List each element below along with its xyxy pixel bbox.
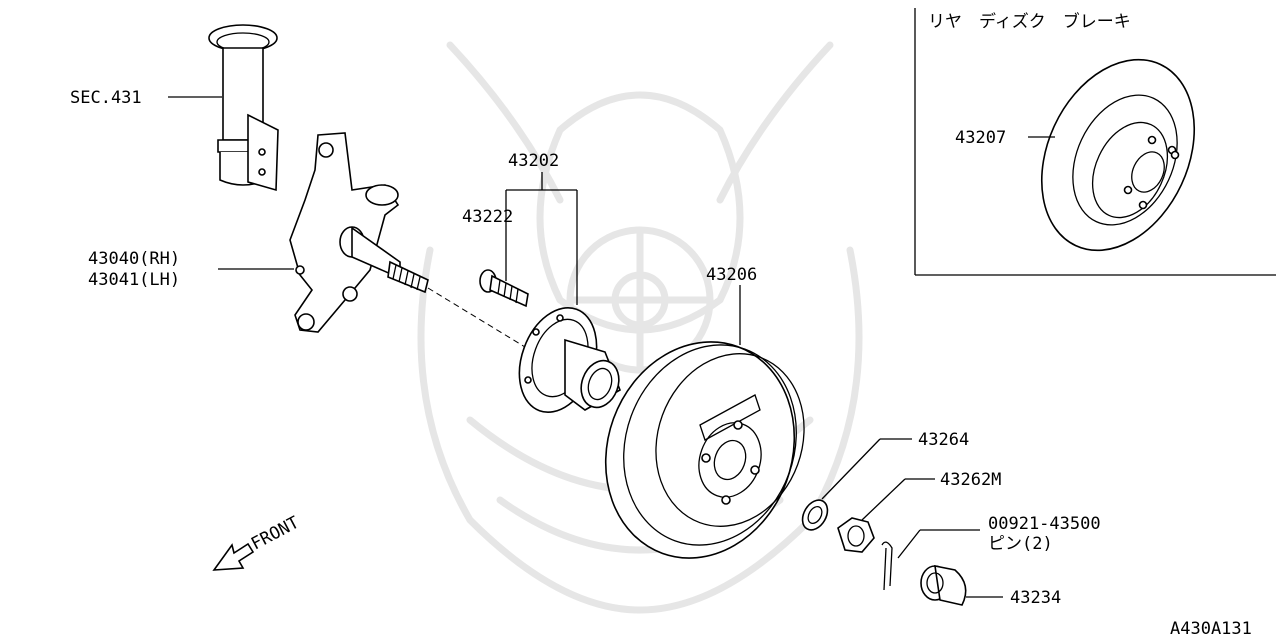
drawing-code: A430A131: [1170, 619, 1252, 638]
front-label: FRONT: [248, 513, 303, 555]
disc-rotor: [1040, 58, 1196, 252]
callout-knuckle-lh: 43041(LH): [88, 270, 180, 290]
callout-knuckle-rh: 43040(RH): [88, 249, 180, 269]
callout-hub-bolt: 43222: [462, 207, 513, 227]
wheel-hub-assembly: [518, 306, 621, 414]
hub-bolt: [479, 269, 529, 308]
leader-washer: [821, 438, 881, 500]
hub-nut: [837, 517, 875, 553]
front-arrow-icon: [212, 542, 255, 571]
washer: [801, 499, 829, 531]
grease-cap: [920, 564, 967, 606]
leader-cotter-pin: [897, 529, 921, 559]
callout-cotter-pin: 00921-43500: [988, 514, 1101, 534]
strut-assembly: [208, 24, 279, 192]
brake-drum: [604, 341, 805, 559]
watermark-emblem: [417, 41, 863, 614]
callout-washer: 43264: [918, 430, 969, 450]
callout-cap: 43234: [1010, 588, 1061, 608]
callout-sec431: SEC.431: [70, 88, 142, 108]
cotter-pin: [881, 541, 893, 591]
callout-nut: 43262M: [940, 470, 1001, 490]
callout-drum: 43206: [706, 265, 757, 285]
leader-nut: [861, 478, 906, 521]
inset-title: リヤ ディズク ブレーキ: [928, 11, 1131, 32]
callout-rotor: 43207: [955, 128, 1006, 148]
callout-cotter-pin-qty: ピン(2): [988, 534, 1053, 554]
inset-panel: [914, 8, 1276, 276]
steering-knuckle: [289, 132, 429, 333]
callout-hub-assembly: 43202: [508, 151, 559, 171]
